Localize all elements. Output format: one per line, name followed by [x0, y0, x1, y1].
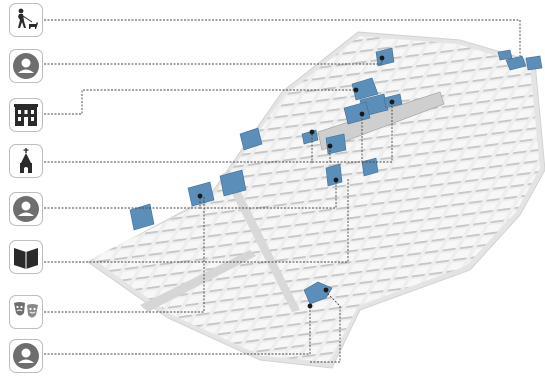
leader-line-7 [44, 196, 205, 313]
icon-box-church [9, 144, 43, 178]
icon-box-person-3 [9, 339, 43, 373]
person-badge-icon [13, 53, 39, 79]
street-diagonal [140, 250, 256, 312]
leader-line-3 [44, 89, 356, 115]
person-badge-icon [13, 343, 39, 369]
leader-lines [44, 19, 521, 363]
leader-line-5 [44, 196, 201, 209]
leader-line-4d [362, 102, 393, 163]
person-badge-icon [13, 196, 39, 222]
icon-box-person-1 [9, 49, 43, 83]
building-facade-icon [14, 104, 38, 126]
person-walking-dog-icon [18, 8, 38, 29]
target-dots [197, 55, 395, 309]
church-icon [20, 148, 32, 173]
theatre-masks-icon [14, 302, 38, 318]
open-book-icon [14, 248, 38, 269]
icon-box-person-2 [9, 192, 43, 226]
icon-box-building [9, 98, 43, 132]
leader-line-5b [200, 180, 337, 209]
icon-box-theatre [9, 295, 43, 329]
icon-box-dog-walker [9, 3, 43, 37]
leader-line-1 [44, 19, 521, 56]
leader-line-2 [44, 58, 383, 65]
main-street [317, 91, 445, 151]
street-cross [222, 170, 300, 312]
leader-line-8 [44, 306, 311, 355]
city-blocks-texture [92, 36, 540, 362]
icon-box-book [9, 240, 43, 274]
leader-line-8b [310, 291, 341, 363]
